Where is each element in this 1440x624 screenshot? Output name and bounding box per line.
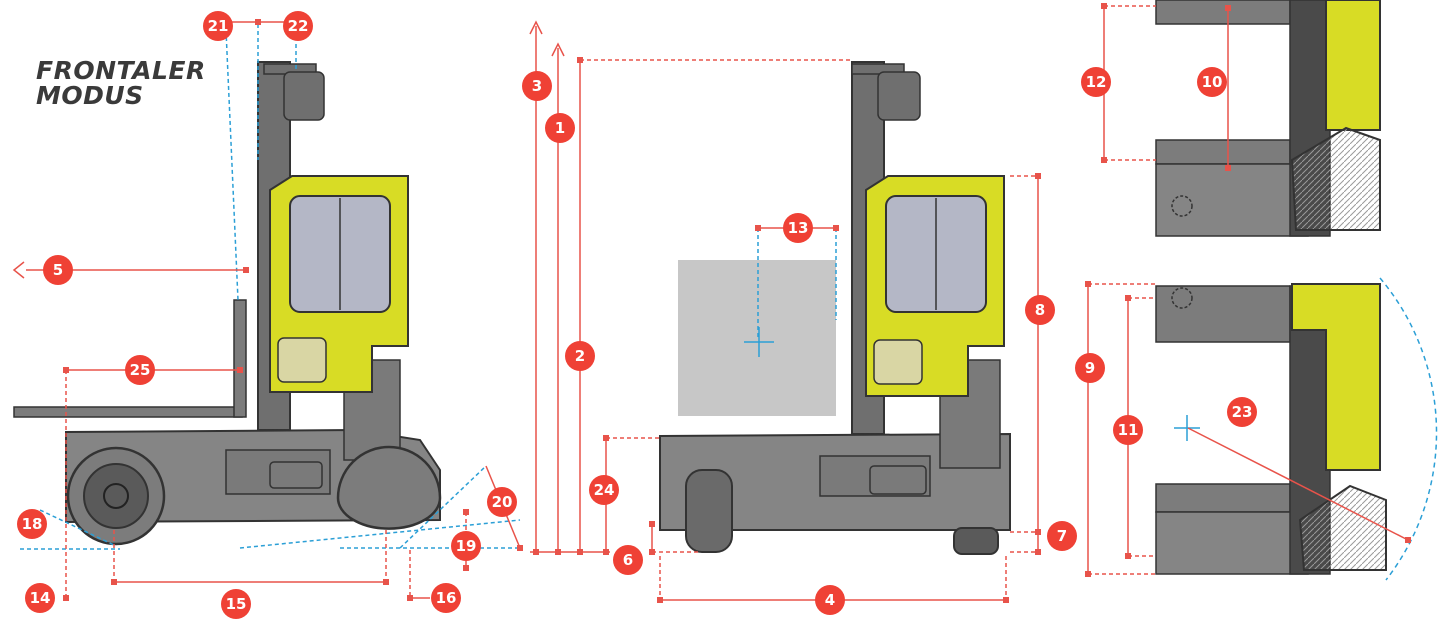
callout-22: 22 — [283, 11, 313, 41]
callout-12-label: 12 — [1086, 73, 1107, 91]
callout-3: 3 — [522, 71, 552, 101]
turning-radius-arc — [1379, 277, 1438, 581]
mast-head-left — [283, 71, 325, 121]
forklift-side-view-middle — [659, 61, 1011, 555]
cab-lower-window-left — [277, 337, 327, 383]
callout-7: 7 — [1047, 521, 1077, 551]
callout-24-label: 24 — [594, 481, 615, 499]
callout-25-label: 25 — [130, 361, 151, 379]
callout-24: 24 — [589, 475, 619, 505]
callout-13-label: 13 — [788, 219, 809, 237]
callout-10: 10 — [1197, 67, 1227, 97]
rear-wheel-left — [336, 445, 442, 530]
callout-22-label: 22 — [288, 17, 309, 35]
front-wheel-middle — [685, 469, 733, 553]
callout-10-label: 10 — [1202, 73, 1223, 91]
callout-11-label: 11 — [1118, 421, 1139, 439]
callout-15: 15 — [221, 589, 251, 619]
dimension-lines-middle — [529, 20, 1040, 601]
chassis-panel-left — [225, 449, 331, 495]
callout-2-label: 2 — [575, 347, 585, 365]
callout-18-label: 18 — [22, 515, 43, 533]
callout-21-label: 21 — [208, 17, 229, 35]
callout-19: 19 — [451, 531, 481, 561]
forklift-top-view-lower — [1155, 277, 1438, 581]
callout-23: 23 — [1227, 397, 1257, 427]
callout-16: 16 — [431, 583, 461, 613]
callout-7-label: 7 — [1057, 527, 1067, 545]
callout-1-label: 1 — [555, 119, 565, 137]
callout-20-label: 20 — [492, 493, 513, 511]
callout-8-label: 8 — [1035, 301, 1045, 319]
callout-20: 20 — [487, 487, 517, 517]
cab-top-upper — [1325, 0, 1381, 131]
callout-4-label: 4 — [825, 591, 835, 609]
mode-title-line2: MODUS — [36, 81, 144, 110]
callout-6: 6 — [613, 545, 643, 575]
callout-12: 12 — [1081, 67, 1111, 97]
callout-11: 11 — [1113, 415, 1143, 445]
callout-15-label: 15 — [226, 595, 247, 613]
load-box — [678, 260, 836, 416]
callout-14-label: 14 — [30, 589, 51, 607]
callout-23-label: 23 — [1232, 403, 1253, 421]
rear-wheel-middle — [953, 527, 999, 555]
callout-6-label: 6 — [623, 551, 633, 569]
callout-8: 8 — [1025, 295, 1055, 325]
callout-5-label: 5 — [53, 261, 63, 279]
callout-21: 21 — [203, 11, 233, 41]
callout-18: 18 — [17, 509, 47, 539]
guide-lines-left — [20, 24, 521, 550]
callout-25: 25 — [125, 355, 155, 385]
mast-head-middle — [877, 71, 921, 121]
callout-19-label: 19 — [456, 537, 477, 555]
dimension-endpoints — [63, 3, 1411, 603]
callout-9-label: 9 — [1085, 359, 1095, 377]
callout-badges: 1 2 3 4 5 6 7 8 9 10 11 12 13 14 15 16 1… — [17, 11, 1257, 619]
callout-1: 1 — [545, 113, 575, 143]
callout-16-label: 16 — [436, 589, 457, 607]
chassis-handle-left — [269, 461, 323, 489]
load-center-cross — [744, 327, 774, 357]
forklift-side-view-left — [13, 61, 442, 546]
callout-9: 9 — [1075, 353, 1105, 383]
callout-3-label: 3 — [532, 77, 542, 95]
turning-center-cross — [1174, 415, 1200, 441]
forklift-top-view-upper — [1155, 0, 1381, 237]
fork-backrest-left — [233, 299, 247, 418]
callout-2: 2 — [565, 341, 595, 371]
mode-title: FRONTALER MODUS — [36, 58, 206, 108]
callout-13: 13 — [783, 213, 813, 243]
callout-14: 14 — [25, 583, 55, 613]
mode-title-line1: FRONTALER — [36, 56, 206, 85]
callout-4: 4 — [815, 585, 845, 615]
callout-5: 5 — [43, 255, 73, 285]
fork-left — [13, 406, 243, 418]
cab-top-lower — [1291, 283, 1381, 471]
